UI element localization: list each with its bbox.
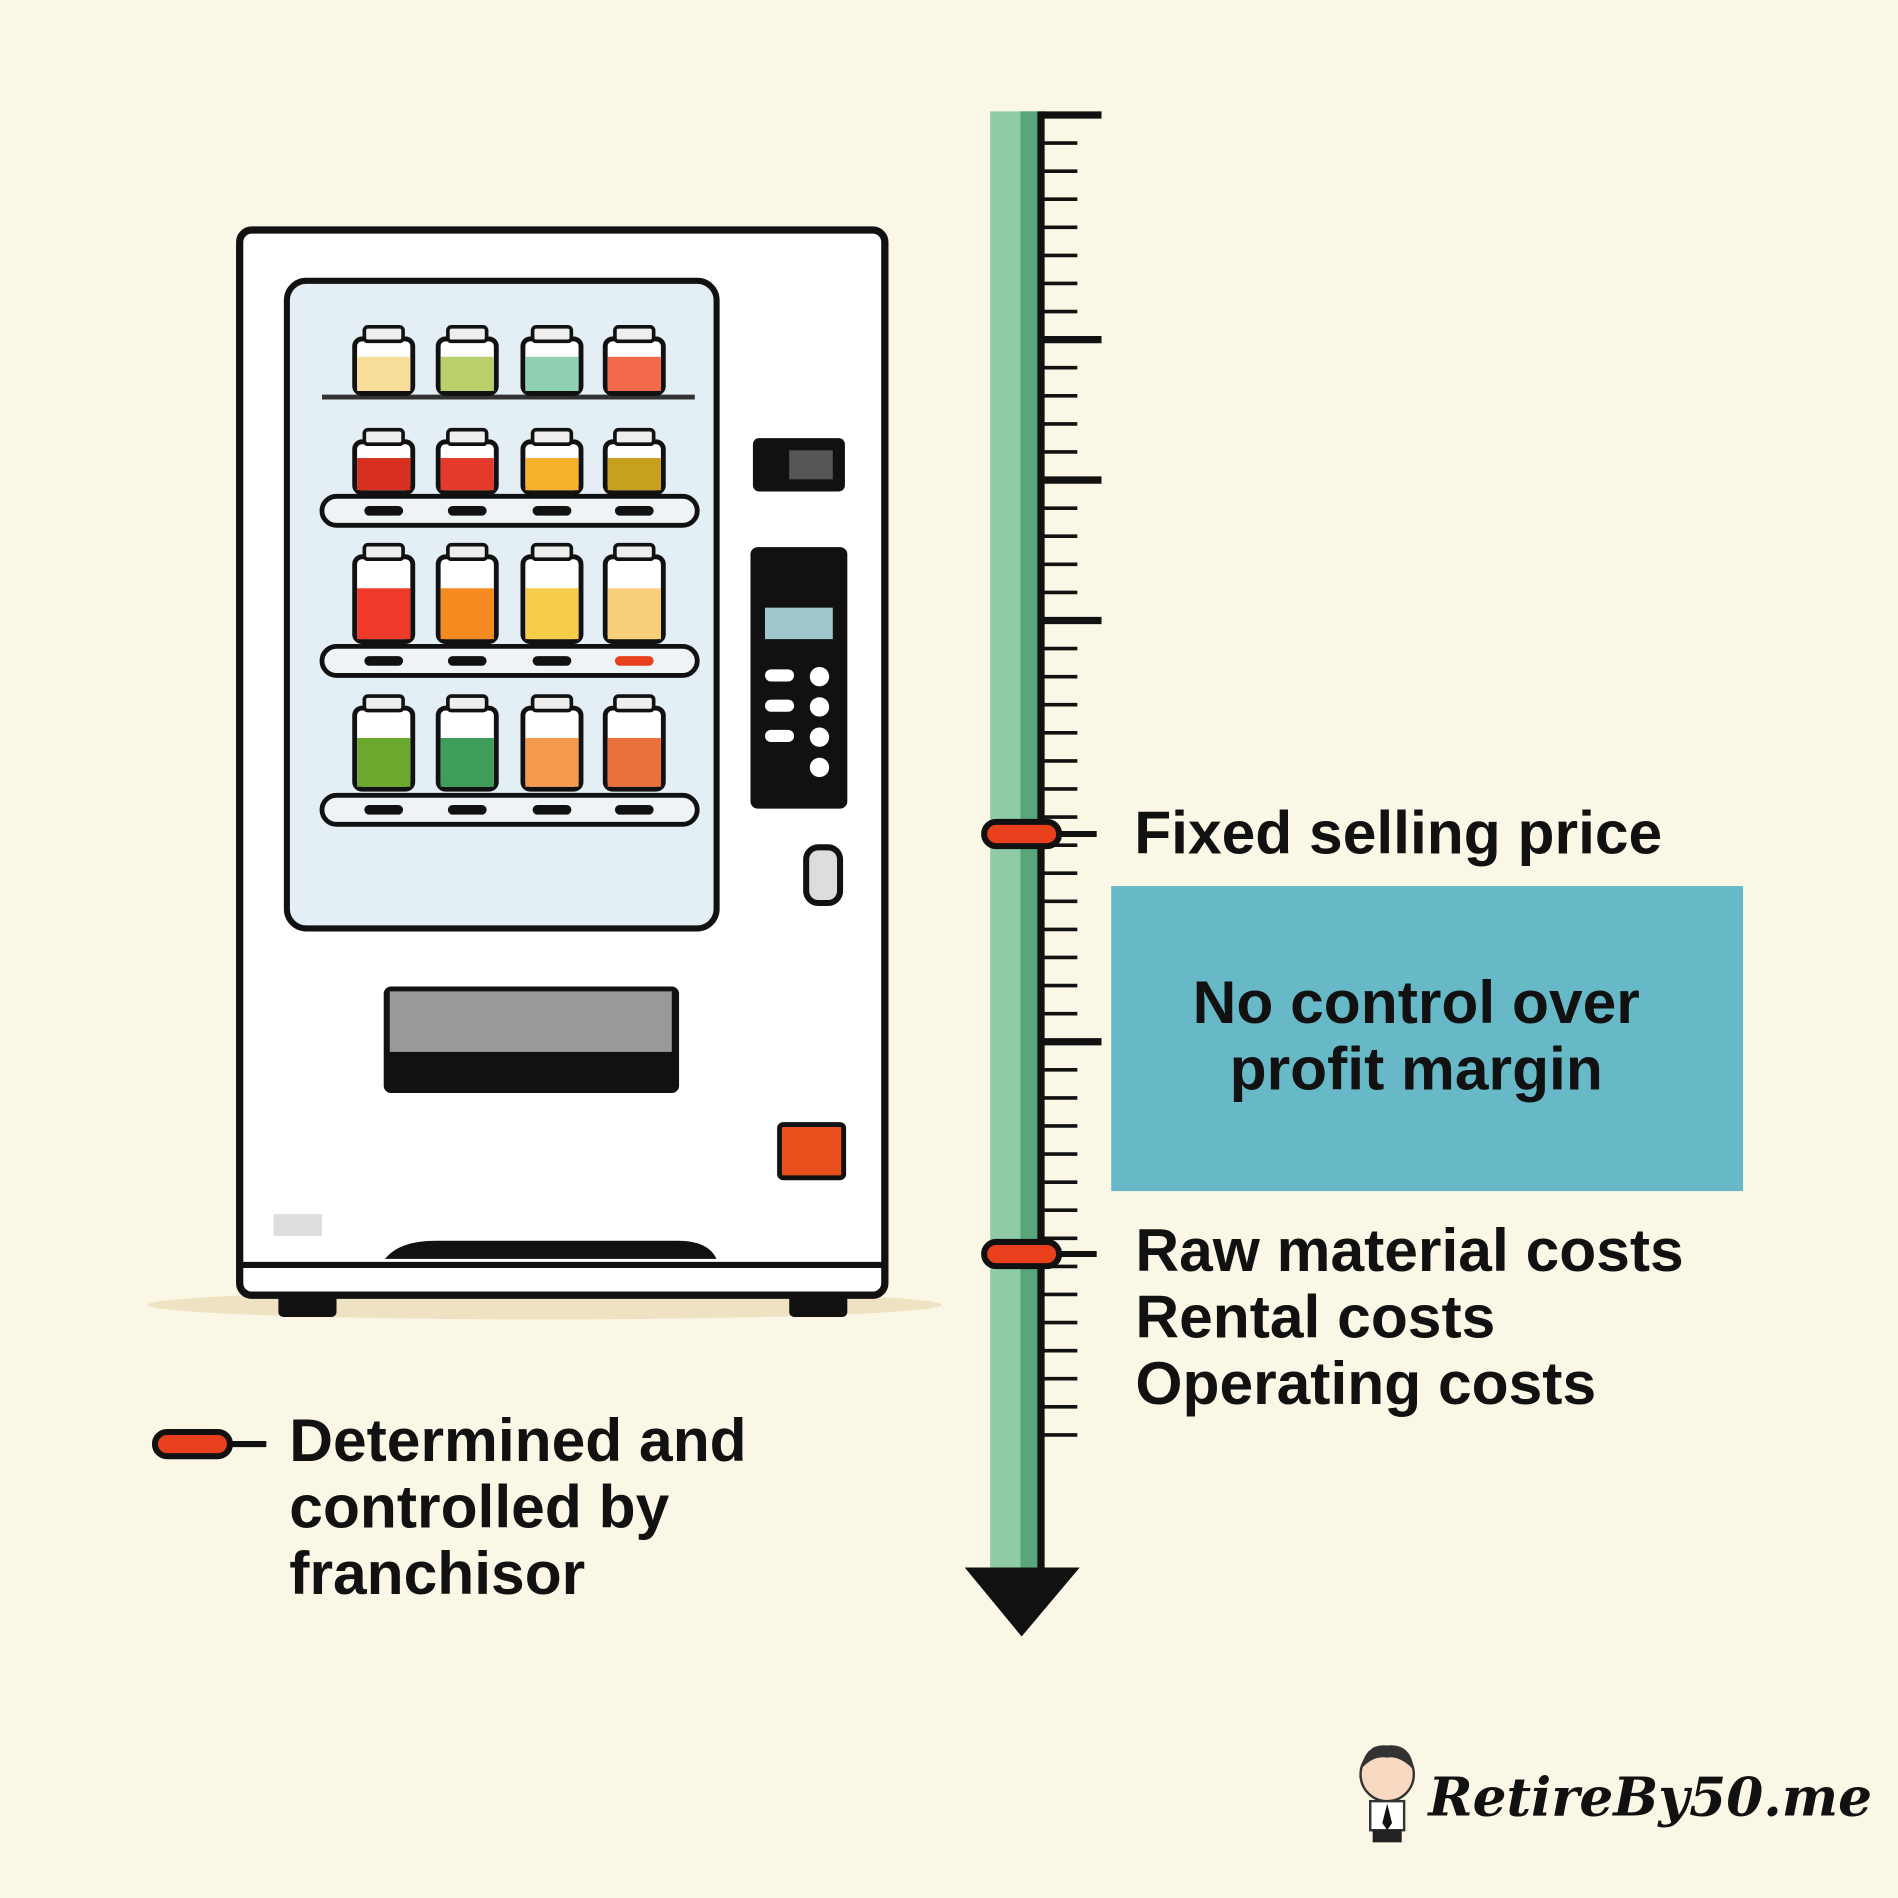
profit-margin-line2: profit margin bbox=[1230, 1034, 1603, 1102]
cost-item: Raw material costs bbox=[1135, 1216, 1683, 1284]
fixed-price-label: Fixed selling price bbox=[1134, 798, 1662, 866]
arrow-down-icon bbox=[964, 1567, 1080, 1637]
legend: Determined and controlled by franchisor bbox=[151, 1406, 747, 1607]
legend-marker-icon bbox=[151, 1428, 234, 1460]
cost-item: Rental costs bbox=[1135, 1283, 1495, 1351]
shelf bbox=[319, 792, 700, 827]
profit-margin-line1: No control over bbox=[1193, 968, 1640, 1036]
logo-text: RetireBy50.me bbox=[1426, 1766, 1872, 1829]
legend-line: controlled by bbox=[289, 1473, 669, 1541]
marker-costs bbox=[981, 1238, 1097, 1270]
cost-item: Operating costs bbox=[1135, 1349, 1596, 1417]
vending-machine-illustration bbox=[147, 226, 942, 1320]
legend-line: franchisor bbox=[289, 1539, 585, 1607]
cost-ruler bbox=[964, 111, 1102, 1637]
marker-fixed-price bbox=[981, 818, 1097, 850]
profit-margin-box bbox=[1111, 886, 1744, 1192]
shelf bbox=[319, 493, 700, 528]
legend-line: Determined and bbox=[289, 1406, 746, 1474]
shelf bbox=[319, 643, 700, 678]
logo: RetireBy50.me bbox=[1359, 1745, 1872, 1843]
